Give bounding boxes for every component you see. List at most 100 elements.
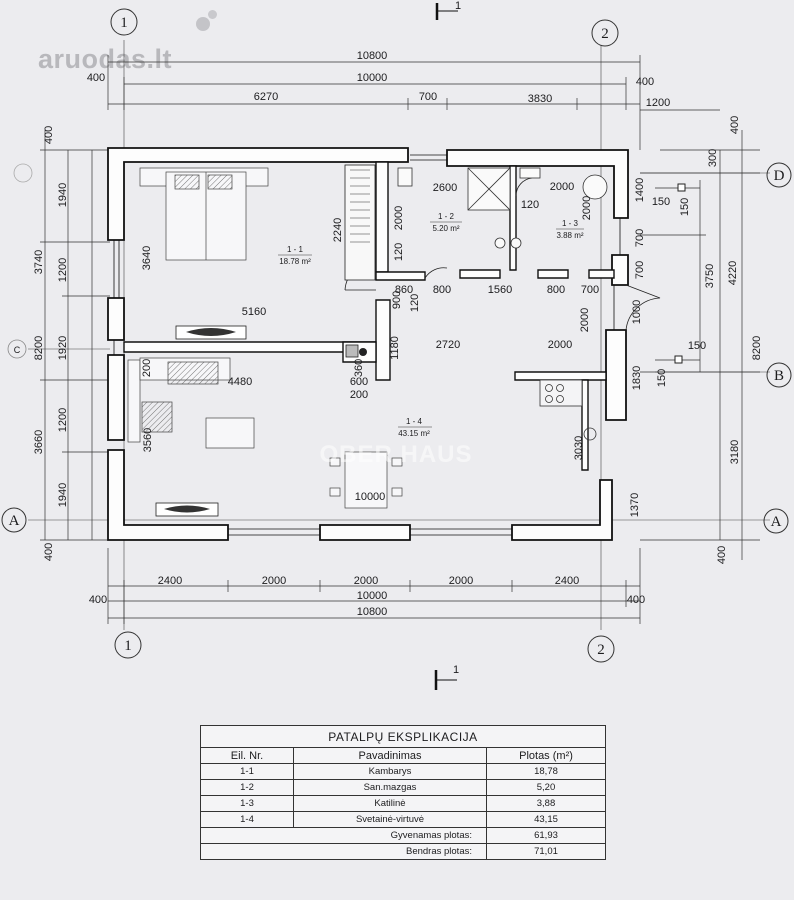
dim-right-150c: 150 xyxy=(688,340,706,352)
dim-in-1000: 1000 xyxy=(631,300,643,324)
dim-bottom-seg2: 2000 xyxy=(262,575,286,587)
dim-right-3180: 3180 xyxy=(729,440,741,464)
dim-left-1200a: 1200 xyxy=(57,258,69,282)
dining-table xyxy=(329,451,403,509)
axis-grid-lines xyxy=(28,40,770,630)
table-row: 1-3 Katilinė 3,88 xyxy=(200,795,606,812)
axis-1-top: 1 xyxy=(120,15,128,31)
dim-in-120a: 120 xyxy=(521,199,539,211)
dim-in-10000: 10000 xyxy=(355,491,386,503)
table-row: 1-2 San.mazgas 5,20 xyxy=(200,779,606,796)
dim-bottom-overall: 10800 xyxy=(357,606,388,618)
boiler-fixtures xyxy=(519,167,608,200)
dim-in-600: 600 xyxy=(350,376,368,388)
dim-left-8200: 8200 xyxy=(33,336,45,360)
dimension-lines-top xyxy=(107,55,720,150)
dim-bottom-seg1: 2400 xyxy=(158,575,182,587)
dim-right-150b: 150 xyxy=(679,198,691,216)
dim-right-1400: 1400 xyxy=(634,178,646,202)
dim-in-700: 700 xyxy=(581,284,599,296)
room-label-1-4: 1 - 4 43.15 m² xyxy=(398,417,432,438)
svg-text:5.20 m²: 5.20 m² xyxy=(432,224,459,233)
dim-right-400b: 400 xyxy=(716,546,728,564)
svg-text:3.88 m²: 3.88 m² xyxy=(556,231,583,240)
posts xyxy=(345,183,686,364)
svg-text:1: 1 xyxy=(455,0,461,12)
section-marker-bottom: 1 xyxy=(434,664,459,690)
dim-in-4480: 4480 xyxy=(228,376,252,388)
dim-in-2000c: 2000 xyxy=(581,196,593,220)
dim-top-left-offset: 400 xyxy=(87,72,105,84)
dim-in-5160: 5160 xyxy=(242,306,266,318)
dim-in-3030: 3030 xyxy=(573,436,585,460)
dim-bottom-inner: 10000 xyxy=(357,590,388,602)
radiators xyxy=(155,325,247,517)
dim-in-2000b: 2000 xyxy=(393,206,405,230)
explication-title: PATALPŲ EKSPLIKACIJA xyxy=(200,725,606,748)
header-area: Plotas (m²) xyxy=(486,747,606,764)
dim-in-800a: 800 xyxy=(433,284,451,296)
svg-text:1 - 4: 1 - 4 xyxy=(406,417,423,426)
bathroom-fixtures xyxy=(397,167,522,249)
exterior-walls xyxy=(107,147,629,541)
axis-1-bottom: 1 xyxy=(124,638,132,654)
axis-d-right: D xyxy=(774,168,785,184)
dim-left-400: 400 xyxy=(43,126,55,144)
dim-in-120b: 120 xyxy=(393,243,405,261)
dim-bottom-seg3: 2000 xyxy=(354,575,378,587)
dim-in-360: 360 xyxy=(353,359,365,377)
dim-in-120c: 120 xyxy=(409,294,421,312)
dim-left-1200b: 1200 xyxy=(57,408,69,432)
header-nr: Eil. Nr. xyxy=(200,747,294,764)
interior-walls xyxy=(123,161,615,471)
dim-right-700b: 700 xyxy=(634,261,646,279)
room-label-1-3: 1 - 3 3.88 m² xyxy=(556,219,584,240)
svg-text:1 - 1: 1 - 1 xyxy=(287,245,304,254)
dim-right-8200: 8200 xyxy=(751,336,763,360)
room-label-1-1: 1 - 1 18.78 m² xyxy=(278,245,312,266)
axis-2-top: 2 xyxy=(601,26,609,42)
logo-dot-small xyxy=(208,10,217,19)
wardrobe xyxy=(344,164,376,281)
bed xyxy=(139,167,269,261)
dim-in-2600: 2600 xyxy=(433,182,457,194)
dim-left-400b: 400 xyxy=(43,543,55,561)
dim-top-right-offset: 400 xyxy=(636,76,654,88)
kitchen-counter xyxy=(539,379,597,441)
living-area-row: Gyvenamas plotas: 61,93 xyxy=(200,827,606,844)
svg-text:1: 1 xyxy=(453,664,459,676)
dim-in-900: 900 xyxy=(391,291,403,309)
dim-top-overall: 10800 xyxy=(357,50,388,62)
axis-c-left: C xyxy=(14,345,21,355)
dim-right-3750: 3750 xyxy=(704,264,716,288)
dim-left-3740: 3740 xyxy=(33,250,45,274)
dim-in-2000a: 2000 xyxy=(550,181,574,193)
table-row: 1-4 Svetainė-virtuvė 43,15 xyxy=(200,811,606,828)
dim-top-seg2: 700 xyxy=(419,91,437,103)
table-row: 1-1 Kambarys 18,78 xyxy=(200,763,606,780)
header-name: Pavadinimas xyxy=(293,747,487,764)
dim-top-inner: 10000 xyxy=(357,72,388,84)
svg-text:43.15 m²: 43.15 m² xyxy=(398,429,430,438)
dim-right-700a: 700 xyxy=(634,229,646,247)
axis-bubbles: 1 2 1 2 A A B D C xyxy=(1,8,792,663)
dimension-lines-left xyxy=(40,130,110,541)
dim-bottom-seg5: 2400 xyxy=(555,575,579,587)
axis-a-left: A xyxy=(9,513,20,529)
dim-in-800b: 800 xyxy=(547,284,565,296)
dim-bottom-seg4: 2000 xyxy=(449,575,473,587)
dim-right-300: 300 xyxy=(707,149,719,167)
svg-text:18.78 m²: 18.78 m² xyxy=(279,257,311,266)
logo-dot-large xyxy=(196,17,210,31)
dim-top-right-1200: 1200 xyxy=(646,97,670,109)
dim-left-3660: 3660 xyxy=(33,430,45,454)
dimension-lines-right xyxy=(640,130,760,560)
floor-plan-drawing: 1 2 1 2 A A B D C 1 1 xyxy=(1,0,792,690)
dim-in-2000d: 2000 xyxy=(579,308,591,332)
dim-in-2240: 2240 xyxy=(332,218,344,242)
dim-bottom-left-400: 400 xyxy=(89,594,107,606)
dim-right-4220: 4220 xyxy=(727,261,739,285)
svg-text:1 - 2: 1 - 2 xyxy=(438,212,455,221)
dim-left-1940a: 1940 xyxy=(57,183,69,207)
